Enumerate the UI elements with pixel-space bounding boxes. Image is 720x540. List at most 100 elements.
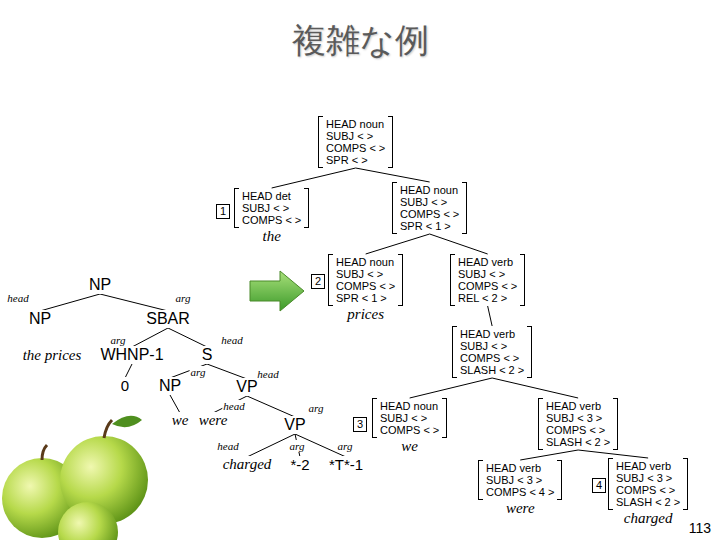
category-label: WHNP-1 — [99, 346, 164, 364]
word-label: we — [372, 438, 447, 454]
word-label: were — [478, 500, 562, 516]
feature-row: COMPS < > — [616, 484, 680, 496]
tag-number: 2 — [311, 274, 325, 289]
feature-row: SUBJ < > — [242, 202, 301, 214]
feature-row: SLASH < 2 > — [616, 496, 680, 508]
feature-row: COMPS < > — [242, 214, 301, 226]
right-bracket — [442, 398, 447, 438]
feature-row: COMPS < > — [546, 424, 610, 436]
feature-structure: HEAD nounSUBJ < >COMPS < >SPR < > — [318, 116, 393, 168]
category-label: SBAR — [145, 310, 191, 328]
left-bracket — [450, 254, 455, 306]
category-label: NP — [88, 276, 112, 294]
category-label: VP — [283, 416, 306, 434]
feature-row: COMPS < > — [460, 352, 524, 364]
feature-structure: HEAD verbSUBJ < 3 >COMPS < >SLASH < 2 > — [538, 398, 618, 450]
feature-structure: HEAD detSUBJ < >COMPS < >the — [234, 188, 309, 244]
trace-label: 0 — [120, 377, 130, 394]
left-bracket — [372, 398, 377, 438]
word-label: the — [234, 228, 309, 244]
relation-label: arg — [289, 440, 306, 452]
feature-structure: HEAD verbSUBJ < 3 >COMPS < >SLASH < 2 > c… — [608, 458, 688, 526]
word-label: the prices — [22, 347, 83, 364]
right-bracket — [388, 116, 393, 168]
feature-matrix: HEAD nounSUBJ < >COMPS < > — [372, 398, 447, 438]
relation-label: arg — [175, 292, 192, 304]
feature-matrix: HEAD nounSUBJ < >COMPS < >SPR < 1 > — [392, 182, 467, 234]
tree-edge — [492, 378, 578, 398]
relation-label: head — [256, 368, 279, 380]
feature-row: SPR < 1 > — [336, 292, 395, 304]
relation-label: arg — [190, 366, 207, 378]
relation-label: head — [222, 400, 245, 412]
feature-row: HEAD noun — [326, 118, 385, 130]
right-bracket — [557, 460, 562, 500]
trace-label: *T*-1 — [328, 456, 364, 473]
feature-row: SUBJ < > — [400, 196, 459, 208]
tag-number: 3 — [353, 417, 367, 432]
left-bracket — [234, 188, 239, 228]
tree-line — [207, 364, 247, 379]
feature-row: SUBJ < > — [460, 340, 524, 352]
tree-line — [168, 328, 207, 347]
left-bracket — [478, 460, 483, 500]
feature-structure: HEAD verbSUBJ < 3 >COMPS < 4 >were — [478, 460, 562, 516]
tree-line — [170, 395, 180, 413]
tree-line — [213, 396, 247, 413]
tree-edge — [366, 234, 430, 254]
feature-matrix: HEAD verbSUBJ < >COMPS < >REL < 2 > — [450, 254, 525, 306]
right-bracket — [613, 398, 618, 450]
feature-row: HEAD verb — [460, 328, 524, 340]
feature-structure: HEAD nounSUBJ < >COMPS < >SPR < 1 >price… — [328, 254, 403, 322]
parse-tree-lines — [40, 294, 346, 457]
category-label: VP — [235, 378, 258, 396]
tag-number: 1 — [216, 204, 230, 219]
feature-matrix: HEAD verbSUBJ < >COMPS < >SLASH < 2 > — [452, 326, 532, 378]
feature-row: SUBJ < > — [458, 268, 517, 280]
feature-row: COMPS < > — [400, 208, 459, 220]
left-bracket — [392, 182, 397, 234]
feature-row: HEAD verb — [486, 462, 554, 474]
category-label: NP — [158, 377, 182, 395]
right-bracket — [462, 182, 467, 234]
right-bracket — [304, 188, 309, 228]
feature-structure: HEAD verbSUBJ < >COMPS < >SLASH < 2 > — [452, 326, 532, 378]
feature-row: HEAD noun — [400, 184, 459, 196]
feature-row: SPR < > — [326, 154, 385, 166]
feature-row: HEAD verb — [546, 400, 610, 412]
left-bracket — [318, 116, 323, 168]
tree-line — [170, 364, 207, 378]
left-bracket — [538, 398, 543, 450]
right-bracket — [398, 254, 403, 306]
relation-label: head — [220, 334, 243, 346]
tree-line — [100, 294, 168, 311]
tree-line — [40, 294, 100, 311]
feature-row: COMPS < > — [336, 280, 395, 292]
feature-matrix: HEAD detSUBJ < >COMPS < > — [234, 188, 309, 228]
feature-row: COMPS < > — [458, 280, 517, 292]
feature-row: HEAD noun — [380, 400, 439, 412]
feature-row: SUBJ < > — [326, 130, 385, 142]
left-bracket — [452, 326, 457, 378]
tree-edge — [356, 168, 430, 182]
tree-line — [132, 328, 168, 347]
tree-edge — [488, 306, 492, 326]
tree-edge — [272, 168, 356, 188]
feature-row: SUBJ < > — [380, 412, 439, 424]
relation-label: head — [6, 292, 29, 304]
slide-title: 複雑な例 — [0, 18, 720, 64]
feature-row: HEAD verb — [616, 460, 680, 472]
feature-row: SLASH < 2 > — [460, 364, 524, 376]
apples-picture — [2, 416, 148, 540]
feature-matrix: HEAD verbSUBJ < 3 >COMPS < 4 > — [478, 460, 562, 500]
feature-row: COMPS < 4 > — [486, 486, 554, 498]
word-label: charged — [608, 510, 688, 526]
feature-row: HEAD verb — [458, 256, 517, 268]
tree-edge — [520, 450, 578, 460]
right-bracket — [520, 254, 525, 306]
right-bracket — [527, 326, 532, 378]
feature-row: SUBJ < 3 > — [486, 474, 554, 486]
feature-row: SUBJ < 3 > — [616, 472, 680, 484]
relation-label: head — [216, 440, 239, 452]
